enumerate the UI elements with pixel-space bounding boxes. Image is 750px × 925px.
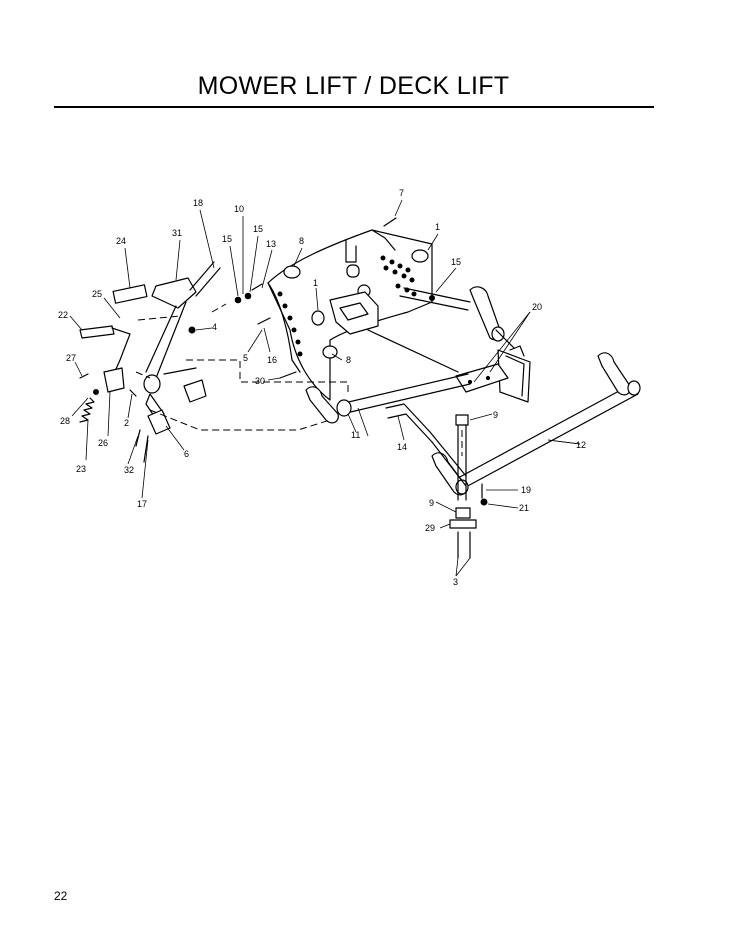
- leader-lines: [69, 199, 581, 577]
- callout-9: 9: [493, 410, 498, 420]
- lift-pedal-assembly: [79, 261, 221, 435]
- callout-labels: 7 18 10 15 15 13 8 1 24 31 15 25 22 1 20…: [58, 188, 586, 587]
- callout-18: 18: [193, 198, 203, 208]
- page-title: MOWER LIFT / DECK LIFT: [197, 72, 510, 100]
- callout-4: 4: [212, 322, 217, 332]
- guide-rod: [367, 287, 471, 373]
- vertical-link: [449, 414, 488, 559]
- hidden-lines: [135, 303, 463, 456]
- callout-3: 3: [453, 577, 458, 587]
- callout-29: 29: [425, 523, 435, 533]
- callout-10: 10: [234, 204, 244, 214]
- callout-17: 17: [137, 499, 147, 509]
- callout-32: 32: [124, 465, 134, 475]
- callout-24: 24: [116, 236, 126, 246]
- frame-plate: [267, 229, 433, 401]
- callout-27: 27: [66, 353, 76, 363]
- callout-12: 12: [576, 440, 586, 450]
- callout-13: 13: [266, 239, 276, 249]
- callout-9: 9: [429, 498, 434, 508]
- long-shaft: [305, 373, 471, 487]
- callout-2: 2: [124, 418, 129, 428]
- callout-31: 31: [172, 228, 182, 238]
- callout-22: 22: [58, 310, 68, 320]
- callout-6: 6: [184, 449, 189, 459]
- callout-8: 8: [299, 236, 304, 246]
- callout-5: 5: [243, 353, 248, 363]
- callout-28: 28: [60, 416, 70, 426]
- callout-21: 21: [519, 503, 529, 513]
- upper-right-arm: [455, 286, 531, 403]
- callout-25: 25: [92, 289, 102, 299]
- cross-shaft: [431, 352, 641, 496]
- title-rule: [54, 106, 654, 108]
- callout-15: 15: [253, 224, 263, 234]
- callout-1: 1: [435, 222, 440, 232]
- callout-23: 23: [76, 464, 86, 474]
- small-hardware: [129, 217, 435, 463]
- frame-holes: [277, 255, 417, 357]
- callout-15: 15: [451, 257, 461, 267]
- callout-16: 16: [267, 355, 277, 365]
- callout-30: 30: [255, 376, 265, 386]
- callout-8: 8: [346, 355, 351, 365]
- callout-14: 14: [397, 442, 407, 452]
- page-number: 22: [54, 889, 68, 903]
- callout-26: 26: [98, 438, 108, 448]
- callout-19: 19: [521, 485, 531, 495]
- callout-1: 1: [313, 278, 318, 288]
- callout-15: 15: [222, 234, 232, 244]
- callout-20: 20: [532, 302, 542, 312]
- callout-7: 7: [399, 188, 404, 198]
- callout-11: 11: [351, 430, 360, 440]
